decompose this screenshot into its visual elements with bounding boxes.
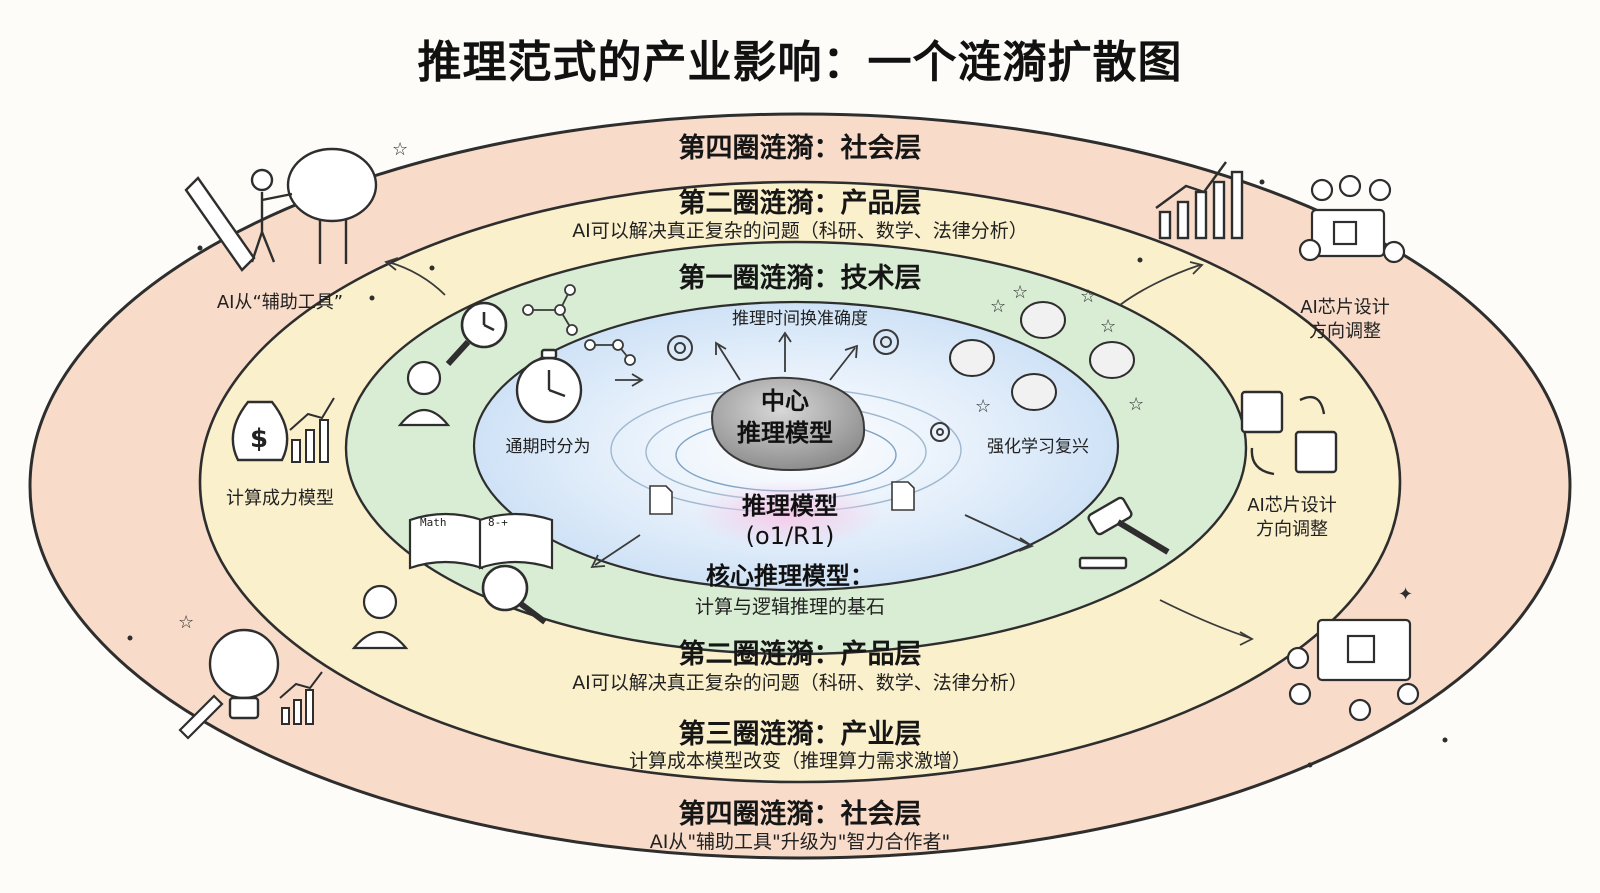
- stone-label: 中心 推理模型: [700, 385, 870, 449]
- core-model-title: 核心推理模型：: [706, 562, 874, 590]
- right-mid-line-1: AI芯片设计: [1247, 495, 1337, 516]
- diagram-title: 推理范式的产业影响：一个涟漪扩散图: [417, 37, 1183, 88]
- team-chip-icon: [1298, 174, 1406, 264]
- math-book-text: Math: [420, 516, 447, 529]
- sparkle-decor: ☆☆☆ ☆☆☆ ☆☆✦: [127, 139, 1448, 768]
- ring2-bottom-title: 第二圈涟漪：产品层: [678, 639, 922, 670]
- lightbulb-brain-icon: [208, 628, 280, 720]
- brain-person-icon: [250, 147, 378, 264]
- ring2-top-subtitle: AI可以解决真正复杂的问题（科研、数学、法律分析）: [572, 220, 1028, 242]
- ring1-top-title: 第一圈涟漪：技术层: [678, 263, 922, 294]
- model-glow: [693, 480, 883, 548]
- right-mid-label: AI芯片设计 方向调整: [1212, 494, 1372, 542]
- document-icon: [649, 481, 915, 515]
- svg-text:☆: ☆: [1080, 286, 1096, 307]
- right-top-line-2: 方向调整: [1309, 321, 1381, 342]
- svg-text:☆: ☆: [990, 296, 1006, 317]
- svg-text:☆: ☆: [1012, 282, 1028, 303]
- stopwatch-icon: [515, 348, 583, 424]
- svg-text:☆: ☆: [1128, 394, 1144, 415]
- money-bag-icon: [231, 400, 289, 462]
- chip-cycle-icon: [1240, 390, 1338, 476]
- growth-chart-icon: [289, 397, 335, 463]
- growth-chart-icon-lower: [279, 671, 323, 725]
- magnifier-icon: [481, 564, 547, 625]
- stone-line-1: 中心: [761, 387, 809, 415]
- ring4-top-title: 第四圈涟漪：社会层: [678, 133, 922, 164]
- gear-icon: [667, 329, 950, 442]
- team-board-icon: [1286, 618, 1420, 722]
- left-core-label: 通期时分为: [505, 437, 591, 457]
- pencil-icon: [184, 176, 256, 272]
- core-arrows: [590, 331, 1034, 569]
- svg-text:☆: ☆: [1100, 316, 1116, 337]
- pencil-icon-lower: [178, 694, 224, 740]
- svg-text:☆: ☆: [392, 139, 408, 160]
- ring4-bottom-title: 第四圈涟漪：社会层: [678, 799, 922, 830]
- math-book-text-2: 8-+: [488, 516, 508, 529]
- outer-arrows: [384, 257, 1254, 646]
- right-core-label: 强化学习复兴: [987, 437, 1089, 457]
- ring4-bottom-subtitle: AI从"辅助工具"升级为"智力合作者": [649, 831, 951, 853]
- ring3-bottom-title: 第三圈涟漪：产业层: [678, 719, 922, 750]
- right-mid-line-2: 方向调整: [1256, 519, 1328, 540]
- ring2-top-title: 第二圈涟漪：产品层: [678, 188, 922, 219]
- network-icon: [522, 284, 636, 366]
- svg-text:✦: ✦: [1398, 584, 1413, 605]
- stone-line-2: 推理模型: [737, 419, 833, 447]
- math-book-icon: [408, 512, 554, 570]
- model-name: 推理模型: [742, 492, 838, 520]
- right-top-line-1: AI芯片设计: [1300, 297, 1390, 318]
- svg-text:☆: ☆: [178, 612, 194, 633]
- businessman-avatar-icon: [351, 584, 409, 650]
- core-model-subtitle: 计算与逻辑推理的基石: [694, 596, 885, 618]
- left-top-label: AI从“辅助工具”: [216, 292, 344, 313]
- dollar-sign: $: [250, 424, 268, 454]
- top-label: 推理时间换准确度: [732, 309, 868, 329]
- ring2-bottom-subtitle: AI可以解决真正复杂的问题（科研、数学、法律分析）: [572, 672, 1028, 694]
- growth-chart-icon-right: [1155, 161, 1244, 240]
- left-mid-label: 计算成力模型: [226, 488, 334, 509]
- right-top-label: AI芯片设计 方向调整: [1265, 296, 1425, 344]
- svg-text:☆: ☆: [975, 396, 991, 417]
- model-version: (o1/R1): [745, 522, 835, 550]
- ring3-bottom-subtitle: 计算成本模型改变（推理算力需求激增）: [628, 750, 971, 772]
- gavel-icon: [1078, 496, 1170, 570]
- magnifier-clock-icon: [445, 301, 508, 367]
- scientist-avatar-icon: [397, 360, 451, 427]
- center-stone: [710, 376, 866, 472]
- brain-network-icon: [949, 301, 1135, 411]
